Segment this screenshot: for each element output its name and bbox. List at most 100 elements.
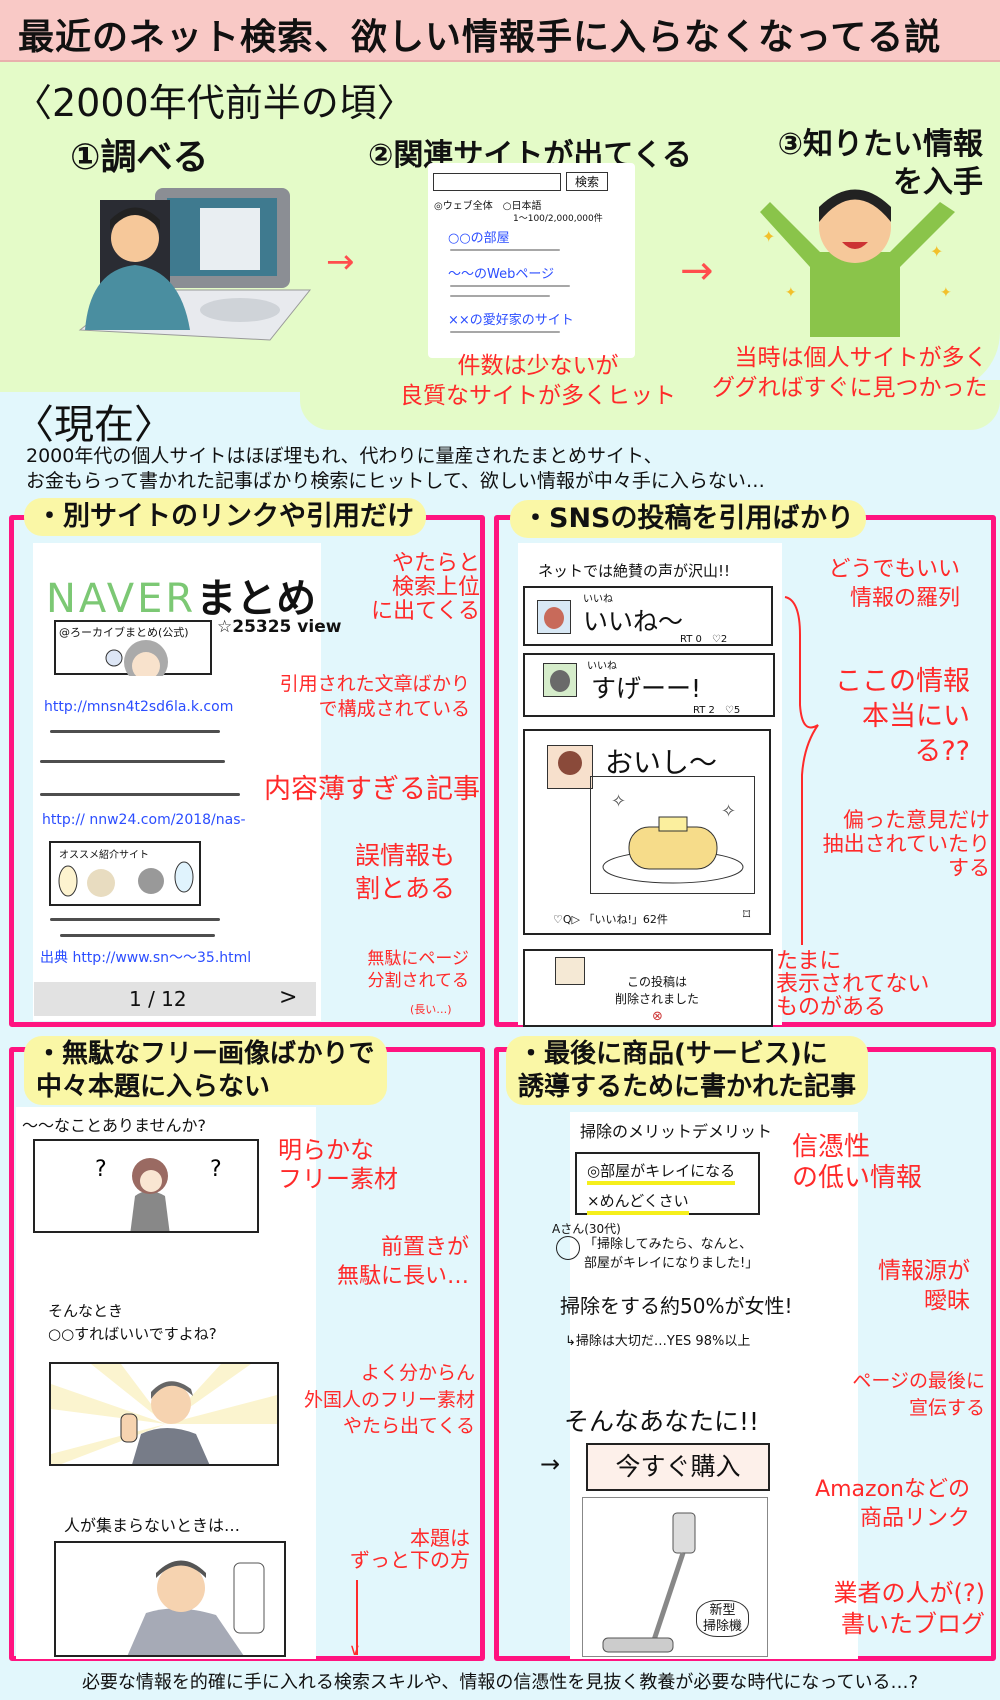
panel-title-links: ・別サイトのリンクや引用だけ <box>24 498 426 536</box>
search-results-mock: 検索 ◎ウェブ全体 ○日本語 1〜100/2,000,000件 ○○の部屋 〜〜… <box>428 163 635 358</box>
product-label: 新型 掃除機 <box>696 1600 750 1638</box>
avatar <box>543 663 577 697</box>
present-heading: 〈現在〉 <box>14 402 174 448</box>
two-girls-illustration <box>58 861 194 897</box>
note: 情報源が 曖昧 <box>878 1258 970 1314</box>
panel-title-ads: ・最後に商品(サービス)に 誘導するために書かれた記事 <box>506 1036 869 1105</box>
avatar <box>555 957 585 985</box>
text-squiggle <box>50 730 220 733</box>
article-caption: 〜〜なことありませんか? <box>22 1116 207 1135</box>
note: (長い…) <box>410 1003 452 1016</box>
text-squiggle <box>60 934 215 937</box>
note: よく分からん 外国人のフリー素材 やたら出てくる <box>303 1362 475 1438</box>
note: 内容薄すぎる記事 <box>264 774 480 805</box>
text-squiggle <box>50 918 220 921</box>
pancake-photo: ✧✧ <box>590 776 755 894</box>
note: 本題は ずっと下の方 <box>350 1526 470 1572</box>
post-stats: RT 2 ♡5 <box>693 705 741 716</box>
deleted-notice: この投稿は 削除されました <box>615 975 700 1006</box>
result-link: ××の愛好家のサイト <box>448 313 574 328</box>
avatar <box>537 600 571 634</box>
note: 誤情報も 割とある <box>354 841 455 903</box>
footer-conclusion: 必要な情報を的確に手に入れる検索スキルや、情報の信憑性を見抜く教養が必要な時代に… <box>81 1672 919 1693</box>
arrow-icon: → <box>326 242 355 282</box>
note: やたらと 検索上位 に出てくる <box>371 551 480 625</box>
svg-text:✧: ✧ <box>611 791 626 812</box>
author-avatar-illustration <box>105 640 168 676</box>
result-snippet <box>450 249 560 251</box>
post-text: すげーー! <box>591 674 702 703</box>
post-like-label: いいね <box>587 661 617 672</box>
author-box: @ろーカイブまとめ(公式) <box>54 620 212 676</box>
thumbs-up-man-stock-photo <box>49 1362 279 1466</box>
close-icon: ⊗ <box>652 1009 663 1024</box>
step-3-label: ③知りたい情報 を入手 <box>777 127 983 200</box>
past-heading: 〈2000年代前半の頃〉 <box>14 81 415 125</box>
sns-post: おいし〜 ✧✧ ♡Q▷ 「いいね!」62件 ⌑ <box>523 729 771 935</box>
post-text: おいし〜 <box>605 746 718 779</box>
svg-text:?: ? <box>210 1157 222 1182</box>
note: どうでもいい 情報の羅列 <box>828 557 960 611</box>
avatar <box>547 745 593 789</box>
view-count: ☆25325 view <box>217 617 342 637</box>
note-past-results: 件数は少ないが 良質なサイトが多くヒット <box>400 353 676 409</box>
panel-title-images: ・無駄なフリー画像ばかりで 中々本題に入らない <box>24 1036 387 1105</box>
note: ページの最後に 宣伝する <box>852 1370 985 1419</box>
result-count: 1〜100/2,000,000件 <box>513 214 603 224</box>
post-like-label: いいね <box>583 594 613 605</box>
note: 信憑性 の低い情報 <box>792 1132 923 1194</box>
note-past-found: 当時は個人サイトが多く ググればすぐに見つかった <box>712 345 988 401</box>
demerit-item: ×めんどくさい <box>587 1190 689 1215</box>
search-options: ◎ウェブ全体 ○日本語 <box>434 201 542 212</box>
troubled-man-stock-photo <box>54 1541 286 1657</box>
computer-user-illustration <box>78 188 312 341</box>
article-caption: そんなとき ○○すればいいですよね? <box>48 1302 217 1344</box>
note: ここの情報 本当にいる?? <box>835 666 970 768</box>
post-text: いいね〜 <box>583 607 684 636</box>
person-icon <box>556 1236 580 1260</box>
note: 無駄にページ 分割されてる <box>367 949 469 992</box>
note: たまに 表示されてない ものがある <box>776 949 930 1021</box>
statistic: ↳掃除は大切だ…YES 98%以上 <box>565 1334 751 1349</box>
step-1-label: ①調べる <box>70 137 209 178</box>
pagination-bar: 1 / 12 > <box>34 982 316 1016</box>
logo-suffix: まとめ <box>196 576 317 622</box>
naver-matome-logo: NAVERまとめ <box>46 566 316 624</box>
past-section-extend <box>300 380 1000 430</box>
sns-post: いいね いいね〜 RT 0 ♡2 <box>523 586 773 646</box>
quoted-link[interactable]: http://mnsn4t2sd6la.k.com <box>44 699 234 715</box>
svg-text:?: ? <box>95 1157 107 1182</box>
search-input <box>433 173 561 191</box>
recommend-label: オススメ紹介サイト <box>59 850 149 861</box>
happy-person-illustration: ✦ ✦ ✦ ✦ <box>760 189 955 337</box>
sns-post-deleted: この投稿は 削除されました ⊗ <box>523 949 773 1027</box>
logo-brand: NAVER <box>46 576 197 622</box>
bookmark-icon[interactable]: ⌑ <box>743 907 751 923</box>
sns-post: いいね すげーー! RT 2 ♡5 <box>523 653 775 717</box>
svg-text:✦: ✦ <box>940 285 952 301</box>
panel-title-sns: ・SNSの投稿を引用ばかり <box>510 500 867 538</box>
quoted-link[interactable]: http:// nnw24.com/2018/nas- <box>42 812 246 828</box>
svg-text:✧: ✧ <box>721 801 736 822</box>
result-link: ○○の部屋 <box>448 231 510 246</box>
svg-text:✦: ✦ <box>785 285 797 301</box>
brace-mark <box>784 596 819 945</box>
buy-now-button[interactable]: 今すぐ購入 <box>586 1443 770 1491</box>
testimonial-person: Aさん(30代) <box>552 1222 621 1236</box>
note: 偏った意見だけ 抽出されていたり する <box>822 808 990 881</box>
note: 業者の人が(?) 書いたブログ <box>833 1579 985 1639</box>
text-squiggle <box>40 793 240 796</box>
post-stats: ♡Q▷ 「いいね!」62件 <box>553 913 668 926</box>
confused-woman-stock-photo: ?? <box>33 1139 259 1233</box>
text-squiggle <box>40 760 225 763</box>
next-page-button[interactable]: > <box>279 985 298 1010</box>
result-snippet <box>450 295 550 297</box>
source-link[interactable]: 出典 http://www.sn〜〜35.html <box>40 950 252 966</box>
arrow-icon: → <box>540 1450 561 1478</box>
merit-item: ◎部屋がキレイになる <box>587 1160 736 1185</box>
title-banner: 最近のネット検索、欲しい情報手に入らなくなってる説 <box>0 0 1000 62</box>
note: 引用された文章ばかり で構成されている <box>279 673 470 720</box>
result-link: 〜〜のWebページ <box>448 267 555 282</box>
down-arrow-icon <box>356 1580 358 1655</box>
note: Amazonなどの 商品リンク <box>815 1477 970 1531</box>
